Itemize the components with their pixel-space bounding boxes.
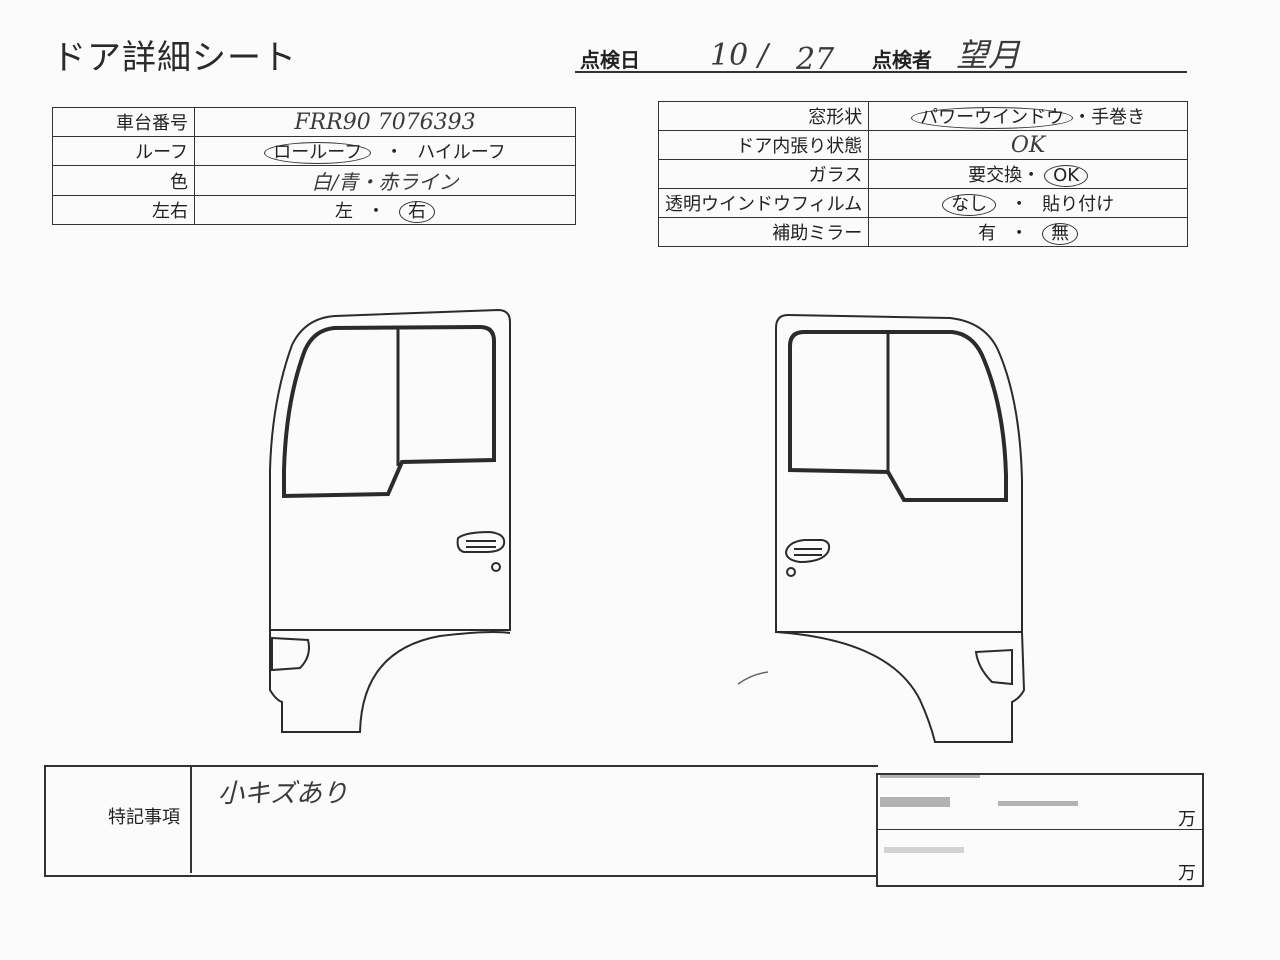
table-row: 補助ミラー 有・無 — [657, 217, 1188, 247]
film-option-applied: 貼り付け — [1042, 194, 1115, 215]
side-label: 左右 — [52, 195, 195, 225]
inspection-date-separator: / — [758, 38, 769, 73]
left-door-window — [282, 324, 496, 499]
price-unit-1: 万 — [1178, 809, 1196, 830]
price-divider — [878, 829, 1202, 830]
glass-options: 要交換・OK — [868, 159, 1188, 189]
right-door-reflector — [974, 648, 1013, 686]
redaction-mark — [880, 775, 980, 778]
left-door-outline — [269, 308, 511, 631]
window-type-label: 窓形状 — [657, 101, 870, 131]
aux-mirror-options: 有・無 — [868, 217, 1188, 247]
notes-text: 小キズあり — [218, 779, 349, 809]
redaction-mark — [998, 801, 1078, 806]
right-door-handle — [784, 539, 831, 577]
window-option-power: パワーウインドウ — [911, 107, 1074, 129]
film-option-none: なし — [942, 194, 997, 216]
roof-label: ルーフ — [52, 136, 195, 166]
notes-label: 特記事項 — [108, 807, 180, 828]
side-options: 左・右 — [194, 195, 576, 225]
inspector-label: 点検者 — [872, 48, 932, 72]
window-film-options: なし・貼り付け — [868, 188, 1188, 218]
chassis-number-value: FRR90 7076393 — [194, 107, 576, 137]
mirror-option-yes: 有 — [978, 223, 997, 244]
window-type-options: パワーウインドウ・手巻き — [868, 101, 1188, 131]
redaction-mark — [884, 847, 964, 853]
table-row: 車台番号 FRR90 7076393 — [52, 107, 576, 137]
inspection-date-month: 10 — [710, 38, 749, 73]
notes-box — [44, 765, 878, 877]
notes-label-cell: 特記事項 — [44, 765, 192, 873]
right-door-lower-panel — [775, 631, 1026, 743]
left-info-table: 車台番号 FRR90 7076393 ルーフ ロールーフ・ハイルーフ 色 白/青… — [52, 107, 576, 225]
left-door-handle — [456, 530, 506, 572]
glass-option-ok: OK — [1044, 165, 1089, 187]
notes-section: 特記事項 小キズあり 万 万 — [44, 765, 1204, 887]
roof-option-high: ハイルーフ — [417, 142, 506, 163]
right-door-diagram — [775, 313, 1026, 743]
window-film-label: 透明ウインドウフィルム — [657, 188, 870, 218]
left-door-diagram — [269, 308, 511, 733]
color-text: 白/青・赤ライン — [311, 170, 459, 194]
film-separator: ・ — [1010, 194, 1029, 215]
left-door-reflector — [271, 636, 310, 672]
left-door-lower-panel — [269, 630, 511, 733]
right-door-window — [788, 330, 1008, 502]
side-option-left: 左 — [335, 201, 353, 222]
right-door-outline — [775, 313, 1023, 633]
mirror-separator: ・ — [1010, 223, 1029, 244]
aux-mirror-label: 補助ミラー — [657, 217, 870, 247]
mirror-option-no: 無 — [1042, 223, 1079, 245]
chassis-number-text: FRR90 7076393 — [294, 109, 476, 135]
table-row: 左右 左・右 — [52, 195, 576, 225]
table-row: 透明ウインドウフィルム なし・貼り付け — [657, 188, 1188, 218]
stray-pencil-mark — [737, 671, 769, 685]
sheet-title: ドア詳細シート — [52, 38, 297, 78]
window-separator: ・ — [1073, 107, 1092, 128]
table-row: 色 白/青・赤ライン — [52, 165, 576, 196]
side-option-right: 右 — [399, 201, 435, 223]
chassis-number-label: 車台番号 — [52, 107, 195, 137]
glass-separator: ・ — [1022, 165, 1041, 186]
redaction-mark — [880, 797, 950, 807]
window-option-manual: 手巻き — [1091, 107, 1146, 128]
price-unit-2: 万 — [1178, 863, 1196, 884]
price-box: 万 万 — [876, 773, 1204, 887]
trim-condition-text: OK — [1010, 132, 1046, 158]
table-row: ガラス 要交換・OK — [657, 159, 1188, 189]
inspection-date-label: 点検日 — [580, 48, 640, 72]
roof-separator: ・ — [385, 142, 404, 163]
inspector-name: 望月 — [956, 36, 1021, 74]
roof-option-low: ロールーフ — [264, 142, 372, 164]
header-rule — [575, 71, 1187, 73]
table-row: 窓形状 パワーウインドウ・手巻き — [657, 101, 1188, 131]
side-separator: ・ — [367, 201, 385, 222]
right-info-table: 窓形状 パワーウインドウ・手巻き ドア内張り状態 OK ガラス 要交換・OK 透… — [657, 101, 1188, 247]
table-row: ドア内張り状態 OK — [657, 130, 1188, 160]
color-value: 白/青・赤ライン — [194, 165, 576, 196]
glass-option-replace: 要交換 — [968, 165, 1023, 186]
